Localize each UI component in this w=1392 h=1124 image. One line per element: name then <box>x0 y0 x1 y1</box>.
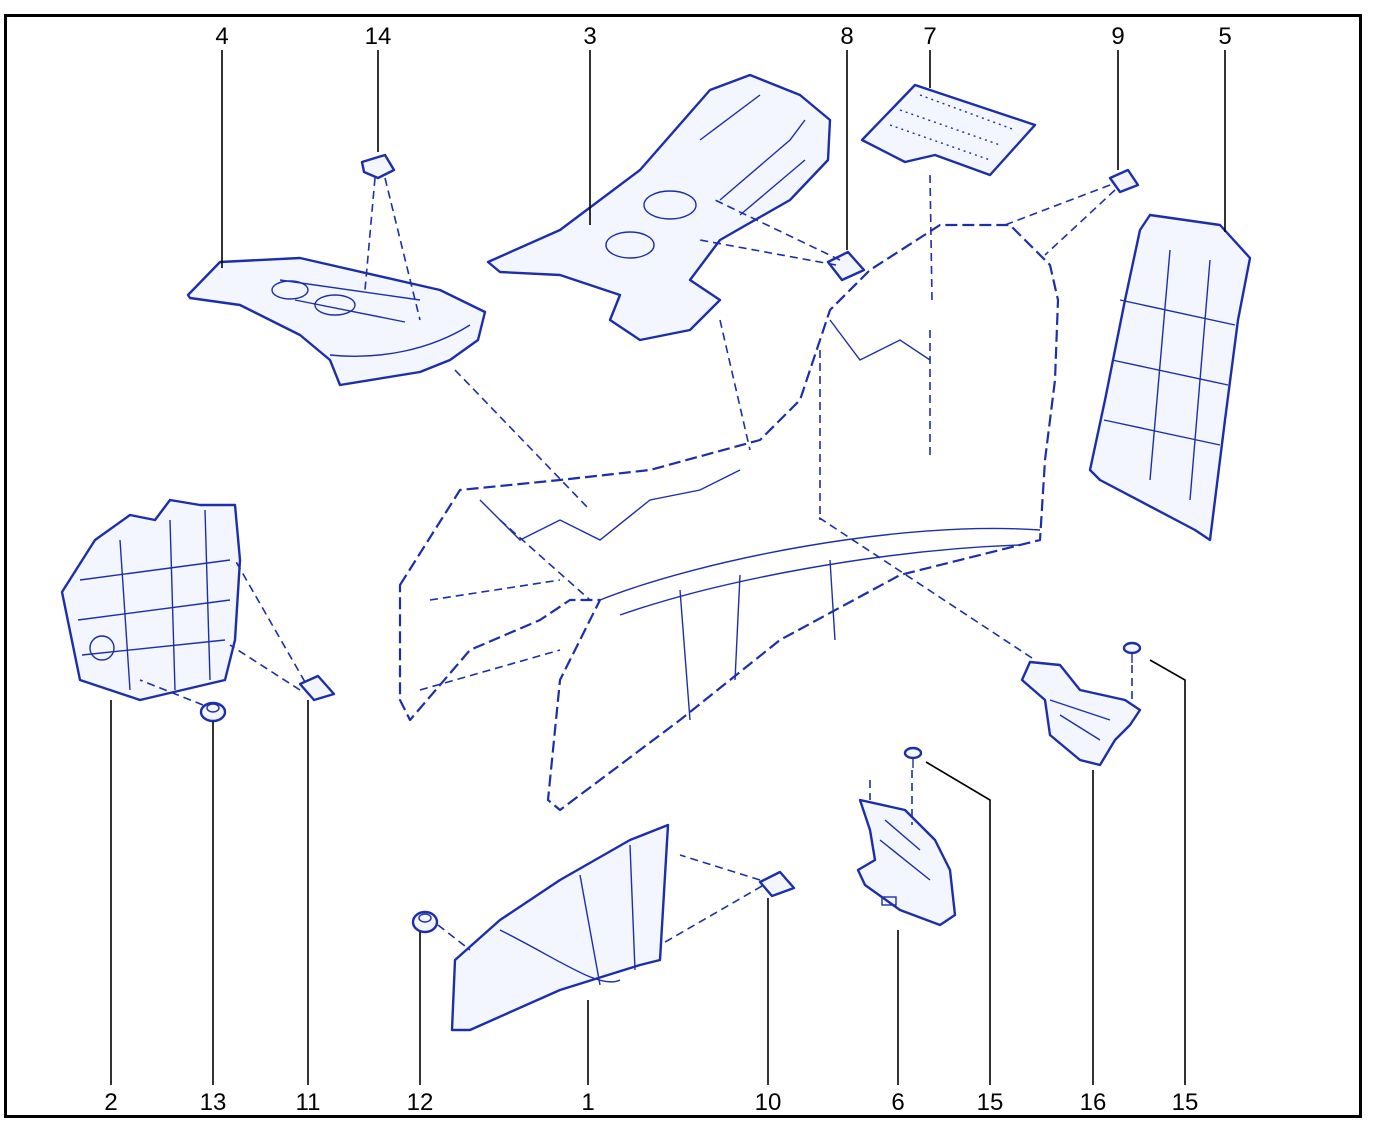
part-1-lower-side-panel <box>450 823 670 1032</box>
callout-13: 13 <box>200 1089 227 1116</box>
callout-10: 10 <box>755 1089 782 1116</box>
callout-14: 14 <box>365 23 392 50</box>
part-4-front-trim-panel <box>186 256 487 387</box>
top-callouts: 4 14 3 8 7 9 5 <box>215 23 1231 50</box>
part-12-grommet <box>411 910 439 934</box>
callout-8: 8 <box>840 23 853 50</box>
part-13-grommet <box>199 701 227 723</box>
callout-7: 7 <box>923 23 936 50</box>
part-14-clip <box>360 153 396 180</box>
bottom-callouts: 2 13 11 12 1 10 6 15 16 15 <box>104 1089 1198 1116</box>
part-15-screw-a <box>903 746 923 768</box>
callout-15-a: 15 <box>977 1089 1004 1116</box>
assembly-lines <box>139 174 1133 951</box>
callout-15-b: 15 <box>1172 1089 1199 1116</box>
callout-5: 5 <box>1218 23 1231 50</box>
callout-11: 11 <box>296 1089 321 1116</box>
leader-lines <box>110 50 1226 1085</box>
part-3-upper-console <box>486 73 832 342</box>
part-10-clip <box>758 870 796 898</box>
callout-2: 2 <box>104 1089 117 1116</box>
part-5-rear-panel <box>1088 213 1252 542</box>
callout-3: 3 <box>583 23 596 50</box>
part-11-clip <box>298 674 336 702</box>
callout-1: 1 <box>581 1089 594 1116</box>
callout-12: 12 <box>407 1089 434 1116</box>
diagram-frame <box>4 14 1362 1118</box>
part-6-bracket <box>856 798 957 927</box>
callout-4: 4 <box>215 23 228 50</box>
callout-16: 16 <box>1080 1089 1107 1116</box>
callout-9: 9 <box>1111 23 1124 50</box>
part-15-screw-b <box>1122 641 1142 663</box>
part-2-side-panel <box>60 498 242 702</box>
part-16-bracket <box>1020 660 1142 767</box>
part-7-mat <box>860 83 1037 177</box>
center-console-body <box>398 223 1060 812</box>
callout-6: 6 <box>891 1089 904 1116</box>
part-9-clip <box>1108 168 1140 194</box>
